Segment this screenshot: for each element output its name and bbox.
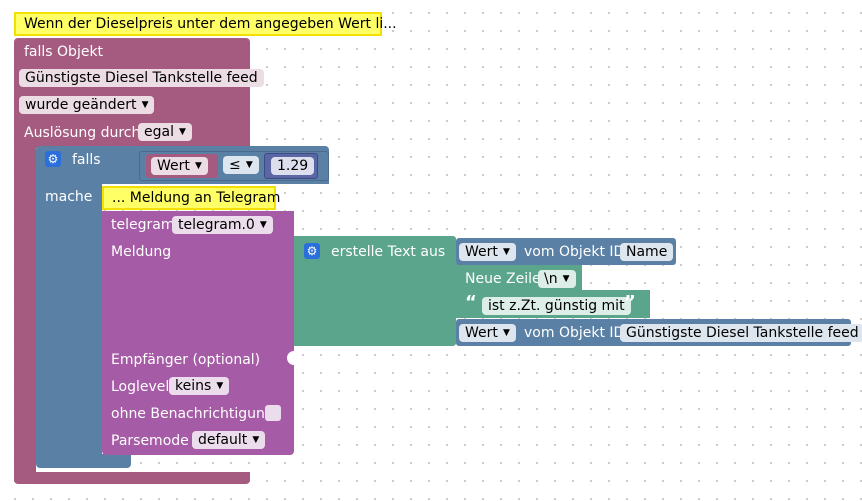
open-quote-icon: “ xyxy=(465,292,477,313)
operator-value: ≤ xyxy=(229,157,241,173)
silent-label: ohne Benachrichtigung xyxy=(111,406,274,422)
object-id-field[interactable]: Günstigste Diesel Tankstelle feed xyxy=(19,69,264,87)
gear-icon[interactable]: ⚙ xyxy=(304,243,320,259)
change-dropdown[interactable]: wurde geändert ▼ xyxy=(19,96,155,114)
chevron-down-icon: ▼ xyxy=(502,247,510,257)
telegram-instance-value: telegram.0 xyxy=(178,217,255,233)
if-label: falls xyxy=(72,152,101,168)
if-block-arm xyxy=(36,180,102,460)
loglevel-dropdown[interactable]: keins ▼ xyxy=(169,377,230,395)
attr-dropdown-1-value: Wert xyxy=(465,244,498,260)
compare-left-dropdown[interactable]: Wert ▼ xyxy=(151,157,208,175)
recipient-input-notch[interactable] xyxy=(287,351,294,365)
silent-checkbox[interactable] xyxy=(265,405,281,421)
chevron-down-icon: ▼ xyxy=(252,435,260,445)
chevron-down-icon: ▼ xyxy=(502,328,510,338)
compare-left-value: Wert xyxy=(157,158,190,174)
change-dropdown-value: wurde geändert xyxy=(25,97,137,113)
if-block-bottom xyxy=(36,454,131,468)
text-field[interactable]: ist z.Zt. günstig mit xyxy=(482,297,631,315)
parsemode-dropdown[interactable]: default ▼ xyxy=(192,431,266,449)
close-quote-icon: ” xyxy=(624,292,636,313)
then-label: mache xyxy=(45,189,93,205)
trigger-dropdown-value: egal xyxy=(144,124,174,140)
trigger-dropdown[interactable]: egal ▼ xyxy=(138,123,192,141)
chevron-down-icon: ▼ xyxy=(245,160,253,170)
chevron-down-icon: ▼ xyxy=(259,220,267,230)
object-id-label-2: vom Objekt ID xyxy=(524,325,625,341)
object-id-label-1: vom Objekt ID xyxy=(524,244,625,260)
newline-dropdown[interactable]: \n ▼ xyxy=(538,270,576,288)
gear-icon[interactable]: ⚙ xyxy=(45,151,61,167)
attr-dropdown-2[interactable]: Wert ▼ xyxy=(459,324,516,342)
recipient-label: Empfänger (optional) xyxy=(111,352,261,368)
meldung-label: Meldung xyxy=(111,244,172,260)
trigger-label: Auslösung durch xyxy=(24,125,141,141)
object-id-field-1[interactable]: Name xyxy=(620,243,674,261)
chevron-down-icon: ▼ xyxy=(216,381,224,391)
parsemode-value: default xyxy=(198,432,248,448)
operator-dropdown[interactable]: ≤ ▼ xyxy=(223,156,259,174)
chevron-down-icon: ▼ xyxy=(194,161,202,171)
chevron-down-icon: ▼ xyxy=(141,100,149,110)
attr-dropdown-1[interactable]: Wert ▼ xyxy=(459,243,516,261)
event-block[interactable] xyxy=(14,38,250,148)
chevron-down-icon: ▼ xyxy=(179,127,186,137)
attr-dropdown-2-value: Wert xyxy=(465,325,498,341)
event-comment[interactable]: Wenn der Dieselpreis unter dem angegeben… xyxy=(14,12,397,36)
newline-value: \n xyxy=(544,271,558,287)
text-join-block[interactable] xyxy=(294,236,456,346)
telegram-label: telegram xyxy=(111,217,175,233)
telegram-instance-dropdown[interactable]: telegram.0 ▼ xyxy=(172,216,273,234)
object-id-field-2[interactable]: Günstigste Diesel Tankstelle feed xyxy=(620,324,862,342)
falls-objekt-label: falls Objekt xyxy=(24,44,104,60)
telegram-block[interactable] xyxy=(102,211,294,455)
chevron-down-icon: ▼ xyxy=(562,274,570,284)
text-join-label: erstelle Text aus xyxy=(331,244,446,260)
event-block-arm xyxy=(14,140,36,474)
newline-label: Neue Zeile xyxy=(465,271,541,287)
loglevel-value: keins xyxy=(175,378,212,394)
event-block-bottom xyxy=(14,472,250,484)
telegram-comment[interactable]: ... Meldung an Telegram xyxy=(102,186,280,210)
number-field[interactable]: 1.29 xyxy=(271,157,315,175)
parsemode-label: Parsemode xyxy=(111,433,189,449)
loglevel-label: Loglevel xyxy=(111,379,170,395)
